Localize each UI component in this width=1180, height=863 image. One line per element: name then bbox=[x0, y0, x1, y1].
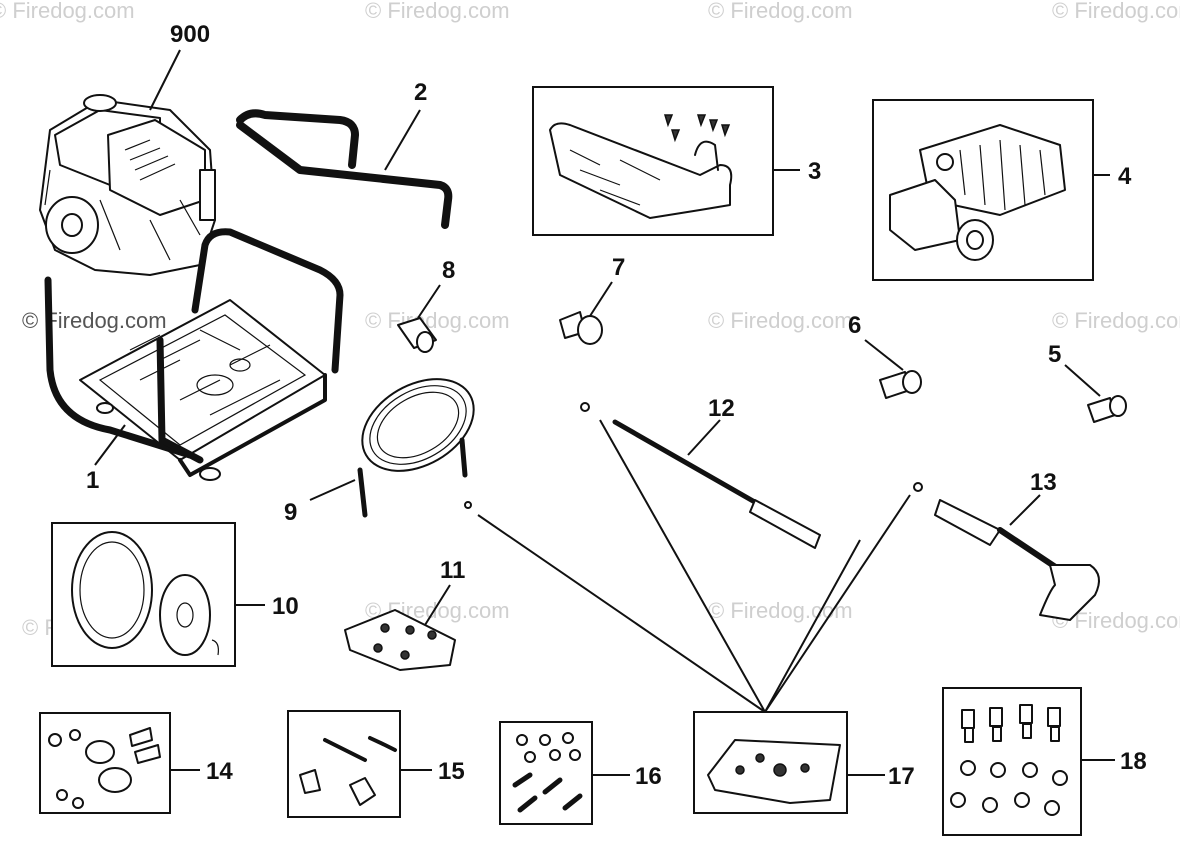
leader-line bbox=[309, 479, 356, 501]
leader-line bbox=[417, 284, 441, 319]
callout-17: 17 bbox=[888, 763, 915, 790]
watermarks: © Firedog.com © Firedog.com © Firedog.co… bbox=[0, 0, 1180, 640]
leader-line bbox=[864, 339, 904, 371]
leader-line bbox=[764, 539, 861, 713]
screw-hardware-part bbox=[512, 732, 583, 813]
leader-line bbox=[477, 514, 766, 713]
leader-line bbox=[764, 494, 911, 713]
callout-3: 3 bbox=[808, 158, 821, 185]
callout-9: 9 bbox=[284, 499, 297, 526]
watermark: © Firedog.com bbox=[22, 308, 167, 333]
callout-5: 5 bbox=[1048, 341, 1061, 368]
callout-13: 13 bbox=[1030, 469, 1057, 496]
watermark: © Firedog.com bbox=[708, 308, 853, 333]
callout-11: 11 bbox=[440, 557, 465, 584]
pump-part bbox=[889, 124, 1066, 261]
leader-line bbox=[149, 49, 181, 111]
watermark: © Firedog.com bbox=[708, 598, 853, 623]
fitting-8-part bbox=[397, 317, 437, 353]
watermark: © Firedog.com bbox=[1052, 308, 1180, 333]
leader-line bbox=[384, 109, 421, 171]
axle-hardware-part bbox=[48, 727, 161, 809]
callout-14: 14 bbox=[206, 758, 233, 785]
engine-part bbox=[39, 94, 216, 276]
watermark: © Firedog.com bbox=[0, 0, 135, 23]
callout-18: 18 bbox=[1120, 748, 1147, 775]
cover-part bbox=[549, 114, 733, 219]
callout-4: 4 bbox=[1118, 163, 1132, 190]
fitting-7-part bbox=[559, 311, 603, 345]
leader-line bbox=[424, 584, 451, 626]
watermark: © Firedog.com bbox=[708, 0, 853, 23]
watermark: © Firedog.com bbox=[1052, 0, 1180, 23]
watermark: © Firedog.com bbox=[365, 308, 510, 333]
callout-10: 10 bbox=[272, 593, 299, 620]
gun-part bbox=[913, 482, 1100, 621]
part-box-15 bbox=[287, 710, 401, 818]
callout-2: 2 bbox=[414, 79, 427, 106]
leader-line bbox=[589, 281, 613, 317]
callout-900: 900 bbox=[170, 21, 210, 48]
callout-6: 6 bbox=[848, 312, 861, 339]
bolt-hardware-part bbox=[299, 736, 397, 806]
hardware-bag-11 bbox=[344, 609, 456, 671]
fitting-5-part bbox=[1087, 395, 1127, 423]
mount-hardware-part bbox=[950, 704, 1068, 816]
callout-16: 16 bbox=[635, 763, 662, 790]
leader-line bbox=[94, 424, 126, 466]
watermark: © Firedog.com bbox=[365, 0, 510, 23]
callout-15: 15 bbox=[438, 758, 465, 785]
hose-part bbox=[357, 378, 475, 518]
leader-line bbox=[1064, 364, 1101, 397]
wheel-part bbox=[71, 531, 219, 656]
callout-1: 1 bbox=[86, 467, 99, 494]
hardware-bag-17 bbox=[707, 739, 841, 804]
callout-12: 12 bbox=[708, 395, 735, 422]
handle-part bbox=[236, 109, 453, 229]
leader-line bbox=[687, 419, 721, 456]
wand-part bbox=[580, 402, 821, 549]
frame-part bbox=[44, 228, 344, 481]
callout-8: 8 bbox=[442, 257, 455, 284]
fitting-6-part bbox=[879, 370, 922, 399]
leader-line bbox=[599, 419, 766, 713]
leader-line bbox=[1009, 494, 1041, 526]
callout-7: 7 bbox=[612, 254, 625, 281]
